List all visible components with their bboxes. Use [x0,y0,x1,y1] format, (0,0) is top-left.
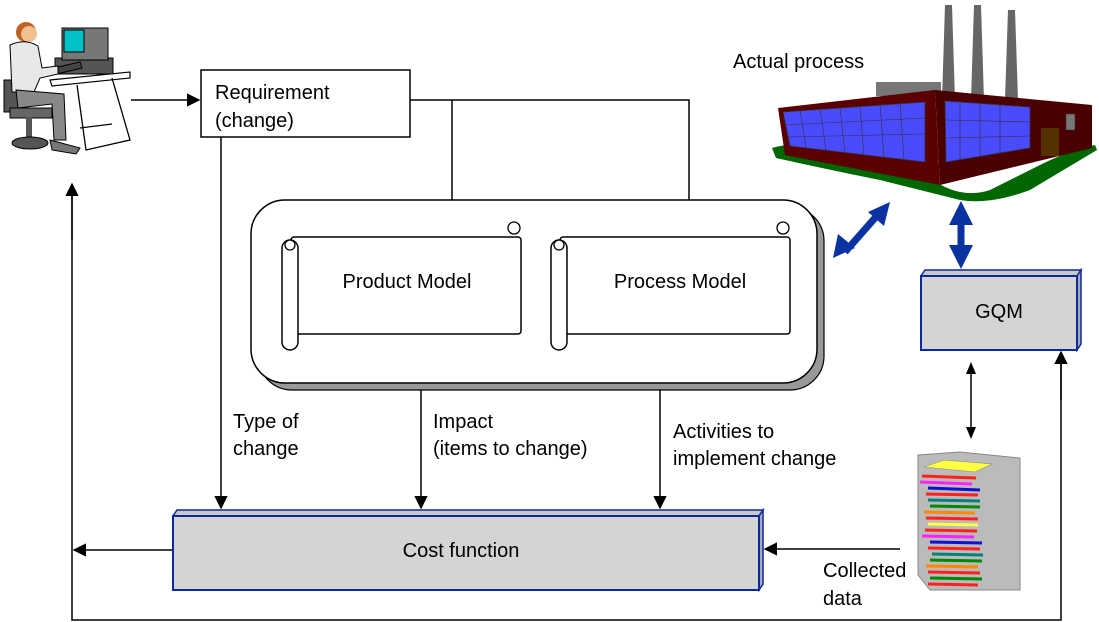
feedback-loop-connector [65,182,1068,621]
gqm-label: GQM [975,301,1023,323]
type-of-change-label-line2: change [233,438,299,460]
gqm-data-link-arrow [966,362,976,439]
process-model-scroll[interactable]: Process Model [550,221,791,351]
factory-icon [772,5,1097,202]
type-of-change-label-line1: Type of [233,411,299,433]
requirement-label-line1: Requirement [215,82,330,104]
collected-data-label-line1: Collected [823,560,906,582]
impact-label-line2: (items to change) [433,438,588,460]
actual-process-label: Actual process [733,51,864,73]
requirement-box[interactable]: Requirement (change) [200,69,411,138]
activities-label-line1: Activities to [673,421,774,443]
collected-data-label-line2: data [823,588,863,610]
requirement-label-line2: (change) [215,110,294,132]
document-stack-icon [917,451,1021,591]
cost-function-label: Cost function [403,540,520,562]
gqm-box[interactable]: GQM [919,267,1083,353]
cost-function-box[interactable]: Cost function [171,507,765,593]
impact-label-line1: Impact [433,411,493,433]
person-at-computer-icon [3,22,131,155]
process-model-label: Process Model [614,271,746,293]
product-model-scroll[interactable]: Product Model [281,221,522,351]
product-model-label: Product Model [343,271,472,293]
process-gqm-link-arrow [949,201,973,269]
activities-label-line2: implement change [673,448,836,470]
model-process-link-arrow [833,202,890,258]
